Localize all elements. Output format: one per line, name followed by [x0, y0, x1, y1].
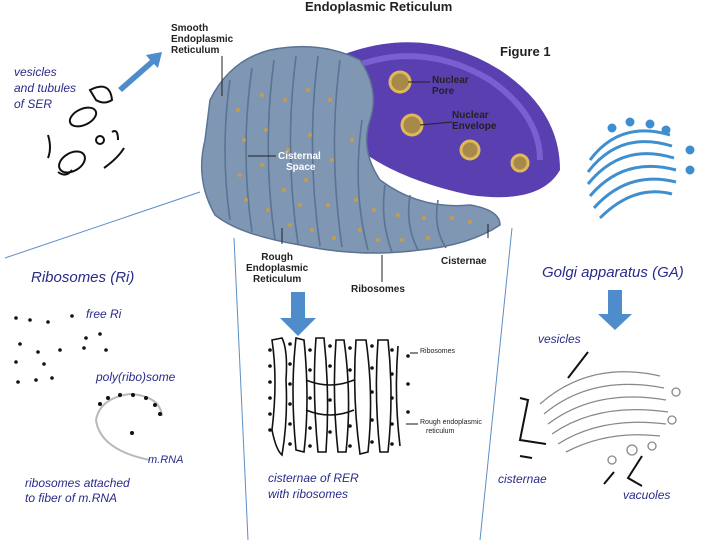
- polysome-label: poly(ribo)some: [96, 370, 176, 384]
- ribosomes-heading: Ribosomes (Ri): [31, 269, 135, 286]
- nuclear-pore-4: [510, 153, 530, 173]
- rer-cisternae-drawing: [268, 336, 418, 458]
- golgi-cisternae-label: cisternae: [498, 472, 547, 486]
- golgi-vesicles-label: vesicles: [538, 332, 581, 346]
- polysome-drawing: [94, 392, 163, 461]
- er-illustration: [200, 42, 560, 282]
- cisternae-label: Cisternae: [441, 256, 487, 267]
- golgi-illustration: [586, 117, 695, 220]
- rer-ribosome-dots: [268, 342, 410, 448]
- nucleus: [328, 42, 560, 198]
- figure-label: Figure 1: [500, 44, 551, 59]
- rer-ribosomes-label: Ribosomes: [420, 348, 456, 355]
- er-folds: [224, 55, 447, 253]
- golgi-line-drawing: [518, 351, 681, 487]
- er-body: [200, 45, 501, 254]
- nuclear-pore-2: [400, 113, 424, 137]
- nuclear-envelope: [343, 53, 543, 161]
- ser-shapes: [47, 85, 125, 176]
- mrna-label: m.RNA: [148, 454, 184, 466]
- polysome-ribosome-dots: [98, 393, 162, 435]
- mrna-fiber: [94, 392, 163, 461]
- divider-line-left: [4, 191, 201, 259]
- free-ribosome-dots: [14, 314, 108, 384]
- page-title: Endoplasmic Reticulum: [305, 0, 453, 14]
- arrow-to-golgi-icon: [598, 290, 632, 330]
- arrow-to-rer-icon: [280, 292, 316, 336]
- ribosomes-label: Ribosomes: [351, 284, 405, 295]
- divider-line-right: [479, 227, 513, 540]
- er-ribosome-dots: [236, 88, 472, 242]
- er-leader-lines: [221, 56, 489, 282]
- golgi-vacuoles-label: vacuoles: [623, 488, 671, 502]
- nuclear-pore-3: [459, 139, 481, 161]
- divider-line-center: [233, 237, 249, 540]
- free-ri-label: free Ri: [86, 307, 122, 321]
- golgi-heading: Golgi apparatus (GA): [542, 264, 684, 281]
- nuclear-pore-1: [388, 70, 412, 94]
- arrow-to-ser-icon: [118, 52, 162, 92]
- golgi-label-lines: [518, 351, 643, 487]
